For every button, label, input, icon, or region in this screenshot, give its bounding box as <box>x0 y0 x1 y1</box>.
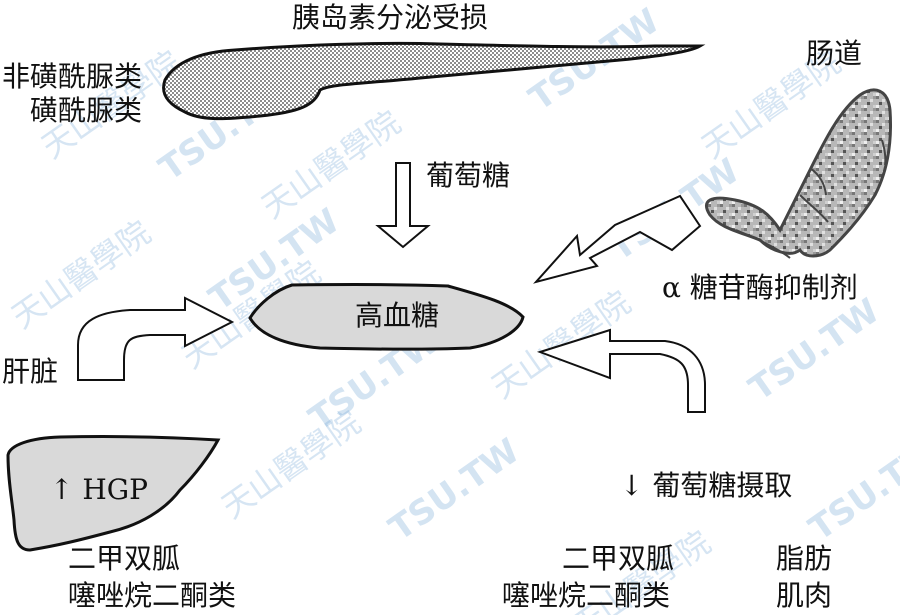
hgp-label: ↑ HGP <box>50 473 148 506</box>
pancreas-drug-sulfonylurea: 磺酰脲类 <box>30 94 143 127</box>
liver-arrow <box>77 296 235 381</box>
uptake-arrow <box>536 328 706 413</box>
glucose-label: 葡萄糖 <box>426 159 511 192</box>
liver-drug-tzd: 噻唑烷二酮类 <box>68 579 237 612</box>
intestine-arrow <box>533 194 702 284</box>
uptake-label: ↓ 葡萄糖摄取 <box>620 469 793 502</box>
glucose-down-arrow <box>375 162 431 249</box>
pancreas-shape <box>162 41 706 121</box>
fat-label: 脂肪 <box>776 542 833 575</box>
intestine-shape <box>704 88 892 259</box>
hyperglycemia-label: 高血糖 <box>355 299 440 332</box>
periph-drug-tzd: 噻唑烷二酮类 <box>502 579 671 612</box>
periph-drug-metformin: 二甲双胍 <box>562 542 675 575</box>
liver-label: 肝脏 <box>2 355 59 388</box>
alpha-glucosidase-label: α 糖苷酶抑制剂 <box>662 271 858 304</box>
pancreas-drug-nonsulfonylurea: 非磺酰脲类 <box>2 60 143 93</box>
hyperglycemia-shape <box>248 283 525 351</box>
liver-shape <box>6 435 221 552</box>
intestine-label: 肠道 <box>806 37 863 70</box>
pancreas-title: 胰岛素分泌受损 <box>292 1 489 34</box>
liver-drug-metformin: 二甲双胍 <box>68 542 181 575</box>
muscle-label: 肌肉 <box>776 579 833 612</box>
